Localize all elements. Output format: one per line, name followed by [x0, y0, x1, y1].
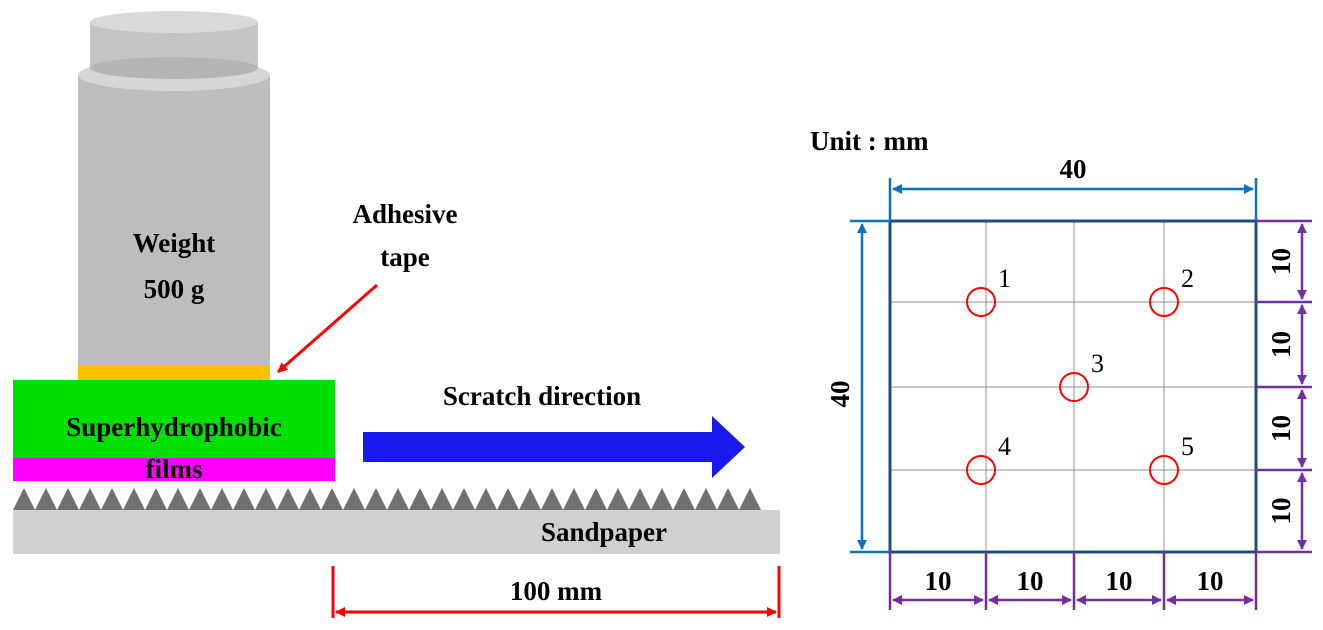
weight-cap-top [90, 11, 258, 33]
right-dimension-label: 10 [1266, 331, 1296, 358]
grit-tooth [57, 488, 79, 510]
grit-tooth [167, 488, 189, 510]
film-substrate [13, 458, 335, 481]
sample-test-points-layout: Unit : mm 40 40 10 10 10 10 10 10 10 10 1 2 3 4 5 [810, 126, 1312, 610]
scratch-direction-label: Scratch direction [443, 381, 641, 411]
grit-tooth [453, 488, 475, 510]
film-label-line2: films [146, 454, 203, 484]
test-point-circle [1059, 372, 1089, 402]
grit-tooth [607, 488, 629, 510]
right-dimension-label: 10 [1266, 498, 1296, 525]
grit-tooth [35, 488, 57, 510]
right-dimension-label: 10 [1266, 415, 1296, 442]
grit-tooth [629, 488, 651, 510]
bottom-dimensions: 10 10 10 10 [888, 552, 1258, 610]
distance-label: 100 mm [510, 576, 603, 606]
unit-label: Unit : mm [810, 126, 929, 156]
grit-tooth [189, 488, 211, 510]
bottom-dimension-label: 10 [1197, 566, 1224, 596]
grit-tooth [563, 488, 585, 510]
height-label: 40 [825, 381, 855, 408]
right-dimensions: 10 10 10 10 [1256, 219, 1312, 554]
test-point-label: 2 [1181, 264, 1194, 293]
grit-tooth [79, 488, 101, 510]
sandpaper [13, 510, 780, 554]
grit-tooth [585, 488, 607, 510]
weight-label-line2: 500 g [144, 274, 205, 304]
grid-lines [890, 221, 1256, 552]
grit-tooth [475, 488, 497, 510]
film-label-line1: Superhydrophobic [66, 412, 282, 442]
test-point-circle [966, 455, 996, 485]
test-point-label: 4 [998, 432, 1011, 461]
sandpaper-grit [13, 488, 761, 510]
adhesive-label-line2: tape [380, 242, 430, 272]
bottom-dimension-label: 10 [1017, 566, 1044, 596]
adhesive-pointer-arrow [277, 283, 378, 374]
grit-tooth [651, 488, 673, 510]
test-points: 1 2 3 4 5 [966, 264, 1194, 485]
grit-tooth [717, 488, 739, 510]
grit-tooth [541, 488, 563, 510]
scratch-apparatus: Weight 500 g Adhesive tape Superhydropho… [13, 11, 781, 618]
grit-tooth [673, 488, 695, 510]
adhesive-label-line1: Adhesive [352, 199, 457, 229]
test-point-label: 5 [1181, 432, 1194, 461]
grit-tooth [365, 488, 387, 510]
weight-label-line1: Weight [133, 228, 216, 258]
grit-tooth [387, 488, 409, 510]
sandpaper-label: Sandpaper [541, 517, 667, 547]
scratch-direction-arrow [363, 416, 745, 478]
grit-tooth [343, 488, 365, 510]
test-point-circle [1149, 455, 1179, 485]
grit-tooth [123, 488, 145, 510]
test-point-label: 3 [1091, 349, 1104, 378]
test-point-circle [1149, 287, 1179, 317]
test-point-label: 1 [998, 264, 1011, 293]
grit-tooth [497, 488, 519, 510]
grit-tooth [739, 488, 761, 510]
grit-tooth [211, 488, 233, 510]
bottom-dimension-label: 10 [1106, 566, 1133, 596]
weight-body [78, 75, 270, 367]
grit-tooth [409, 488, 431, 510]
grit-tooth [13, 488, 35, 510]
grit-tooth [233, 488, 255, 510]
grit-tooth [321, 488, 343, 510]
width-label: 40 [1060, 154, 1087, 184]
weight-cylinder: Weight 500 g [78, 11, 270, 367]
grit-tooth [695, 488, 717, 510]
grit-tooth [431, 488, 453, 510]
grit-tooth [255, 488, 277, 510]
test-point-circle [966, 287, 996, 317]
grit-tooth [145, 488, 167, 510]
superhydrophobic-film [13, 380, 335, 458]
weight-cap-bottom [90, 57, 258, 79]
grit-tooth [519, 488, 541, 510]
adhesive-tape [78, 365, 270, 380]
grit-tooth [101, 488, 123, 510]
grit-tooth [277, 488, 299, 510]
grit-tooth [299, 488, 321, 510]
bottom-dimension-label: 10 [925, 566, 952, 596]
right-dimension-label: 10 [1266, 248, 1296, 275]
